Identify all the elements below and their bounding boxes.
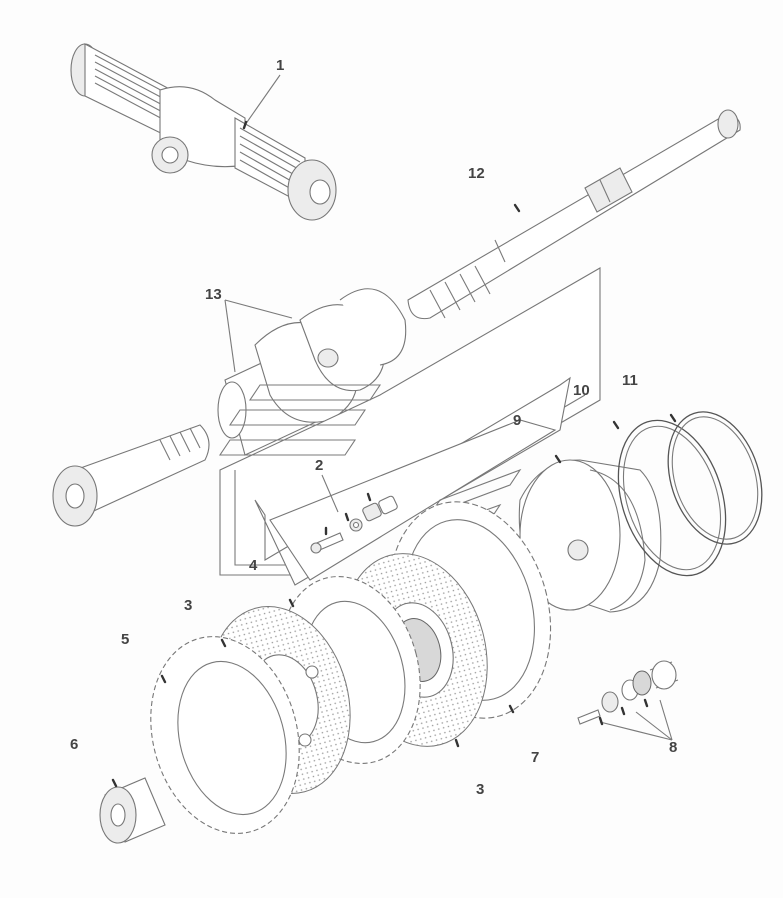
callout-10: 10 [573,382,590,399]
callout-4: 4 [249,557,258,574]
outer-steel-plate [150,636,300,834]
o-rings [617,411,763,577]
spring-valve-parts [577,660,679,725]
pin-bolts [310,495,398,554]
drive-shaft [407,109,741,320]
leader-lines [111,74,677,788]
callout-5: 5 [121,631,130,648]
callout-11: 11 [622,372,638,389]
callout-9: 9 [513,412,522,429]
axle-assembly [70,43,337,221]
callout-6: 6 [70,736,79,753]
callout-3-left: 3 [184,597,193,614]
splined-shaft [52,424,210,527]
callout-7: 7 [531,749,540,766]
callout-12: 12 [468,165,485,182]
callout-3-right: 3 [476,781,485,798]
hub-spiral [217,288,407,456]
callout-1: 1 [276,57,285,74]
callout-2: 2 [315,457,324,474]
splined-hub [99,777,166,844]
callout-13: 13 [205,286,222,303]
callout-8: 8 [669,739,678,756]
